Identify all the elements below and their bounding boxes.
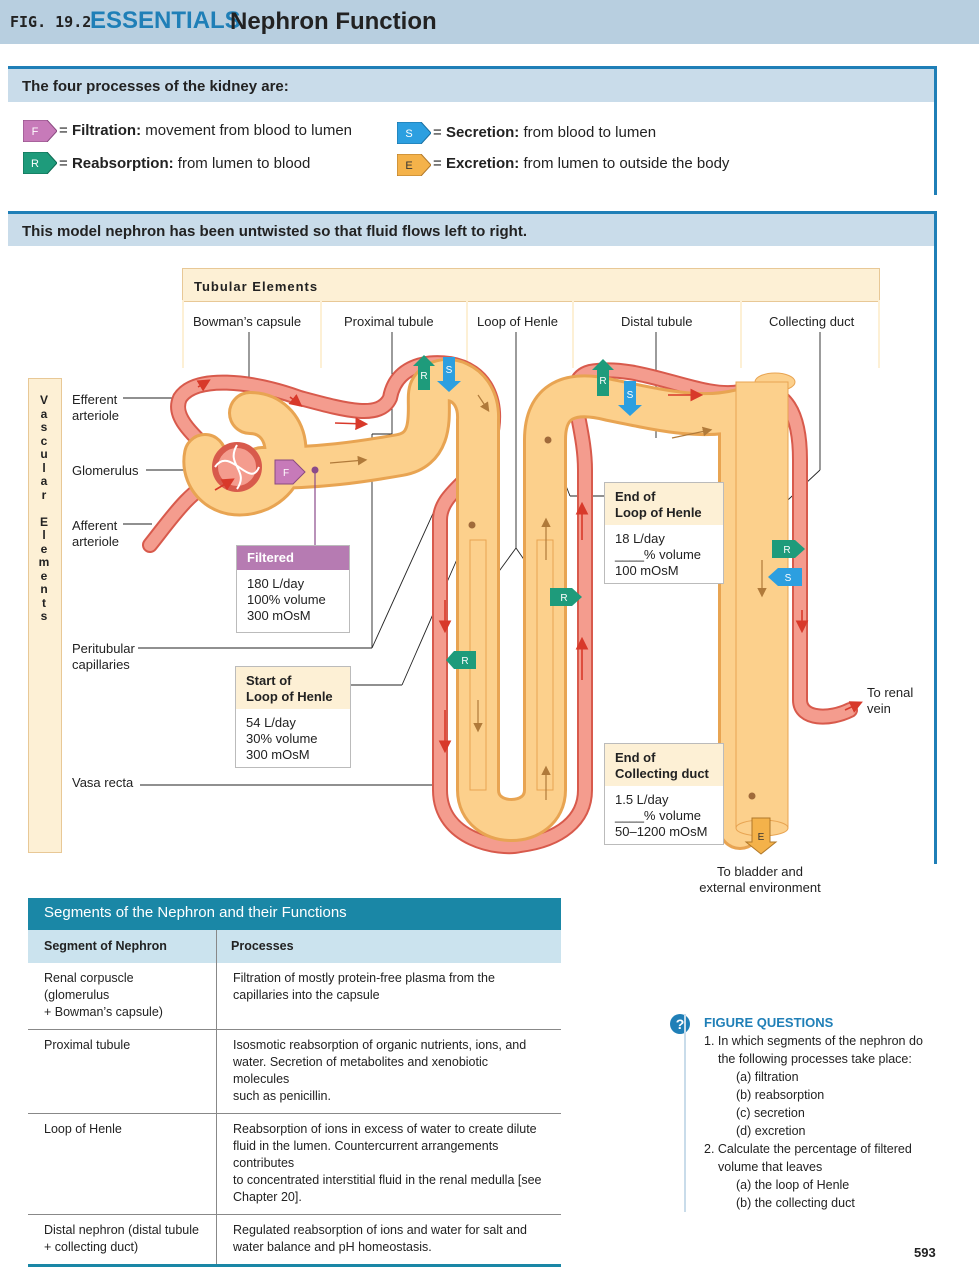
reabsorption-arrow-icon-distal: R — [592, 359, 614, 396]
svg-text:S: S — [405, 128, 412, 140]
segment-label-distal: Distal tubule — [621, 314, 693, 329]
excretion-item: = Excretion: from lumen to outside the b… — [433, 155, 730, 172]
table-column-processes: Processes — [231, 939, 294, 953]
excretion-badge-icon: E — [397, 154, 431, 176]
vascular-letter: e — [40, 541, 48, 556]
table-row: Proximal tubule Isosmotic reabsorption o… — [28, 1029, 561, 1114]
segment-label-proximal: Proximal tubule — [344, 314, 434, 329]
segments-table: Segments of the Nephron and their Functi… — [28, 898, 561, 1267]
model-heading-bar: This model nephron has been untwisted so… — [8, 214, 934, 246]
filtration-badge-icon: F — [23, 120, 57, 142]
figure-questions-title: FIGURE QUESTIONS — [704, 1015, 834, 1030]
processes-heading: The four processes of the kidney are: — [22, 78, 289, 95]
svg-text:S: S — [785, 573, 792, 584]
reabsorption-item: = Reabsorption: from lumen to blood — [59, 155, 311, 172]
label-glomerulus: Glomerulus — [72, 463, 139, 478]
vascular-letter: u — [40, 447, 48, 461]
reabsorption-arrow-icon-ascending: R — [550, 588, 582, 606]
vascular-letter: l — [42, 460, 46, 475]
vascular-letter: t — [42, 595, 46, 610]
svg-text:R: R — [461, 656, 468, 667]
table-row: Renal corpuscle (glomerulus+ Bowman’s ca… — [28, 963, 561, 1030]
processes-heading-bar: The four processes of the kidney are: — [8, 69, 934, 102]
reabsorption-arrow-icon-descending: R — [446, 651, 476, 669]
segment-columns — [182, 300, 880, 368]
reabsorption-badge-icon: R — [23, 152, 57, 174]
svg-text:S: S — [446, 365, 453, 376]
model-panel — [8, 211, 937, 864]
svg-text:R: R — [783, 545, 790, 556]
vascular-letter: r — [41, 487, 47, 502]
vascular-letter: a — [40, 474, 48, 488]
tubular-elements-title: Tubular Elements — [194, 279, 319, 294]
nephron-diagram: F R S R S R R R — [123, 332, 863, 855]
svg-text:R: R — [420, 371, 427, 382]
svg-text:F: F — [32, 126, 39, 138]
tubular-elements-header: Tubular Elements — [182, 268, 880, 302]
svg-text:E: E — [405, 160, 412, 172]
table-row: Loop of Henle Reabsorption of ions in ex… — [28, 1113, 561, 1215]
svg-text:F: F — [283, 468, 289, 479]
table-row: Distal nephron (distal tubule+ collectin… — [28, 1214, 561, 1267]
secretion-arrow-icon-proximal: S — [437, 357, 461, 392]
reabsorption-arrow-icon-collecting: R — [772, 540, 805, 558]
segment-label-bowmans: Bowman’s capsule — [193, 314, 302, 329]
vascular-letter: s — [40, 420, 48, 434]
svg-text:E: E — [758, 832, 765, 843]
vascular-letter: a — [40, 406, 48, 421]
svg-text:S: S — [627, 390, 634, 401]
secretion-badge-icon: S — [397, 122, 431, 144]
vascular-letter: l — [42, 528, 46, 542]
reabsorption-arrow-icon-proximal: R — [413, 355, 435, 390]
vascular-letter: e — [40, 568, 48, 583]
vascular-letter: E — [39, 514, 48, 529]
secretion-arrow-icon-distal: S — [618, 381, 642, 416]
vascular-letter: n — [40, 582, 48, 596]
svg-text:R: R — [560, 593, 567, 604]
vascular-letter: c — [40, 433, 48, 448]
segment-label-loop: Loop of Henle — [477, 314, 558, 329]
svg-text:R: R — [31, 158, 39, 170]
excretion-arrow-icon: E — [744, 817, 778, 855]
filtered-title: Filtered — [237, 546, 349, 570]
processes-panel — [8, 66, 937, 195]
figure-header: FIG. 19.2 ESSENTIALS Nephron Function — [0, 0, 979, 44]
segment-label-collecting: Collecting duct — [769, 314, 855, 329]
essentials-label: ESSENTIALS — [90, 7, 241, 34]
svg-text:R: R — [599, 376, 606, 387]
filtration-arrow-icon: F — [274, 459, 306, 485]
figure-title: Nephron Function — [230, 8, 437, 35]
table-title: Segments of the Nephron and their Functi… — [44, 904, 347, 921]
vascular-letter: s — [40, 609, 48, 623]
secretion-item: = Secretion: from blood to lumen — [433, 124, 657, 141]
page-number: 593 — [914, 1245, 936, 1260]
vascular-letter: V — [39, 393, 48, 407]
figure-number: FIG. 19.2 — [10, 13, 92, 31]
vascular-letter: m — [38, 555, 50, 569]
filtration-item: = Filtration: movement from blood to lum… — [59, 122, 353, 139]
model-heading: This model nephron has been untwisted so… — [22, 223, 528, 240]
label-vasa-recta: Vasa recta — [72, 775, 134, 790]
table-column-segment: Segment of Nephron — [28, 930, 217, 963]
secretion-arrow-icon-collecting: S — [768, 568, 802, 586]
figure-questions: FIGURE QUESTIONS 1. In which segments of… — [684, 1014, 970, 1212]
vascular-elements-bar — [28, 378, 62, 853]
